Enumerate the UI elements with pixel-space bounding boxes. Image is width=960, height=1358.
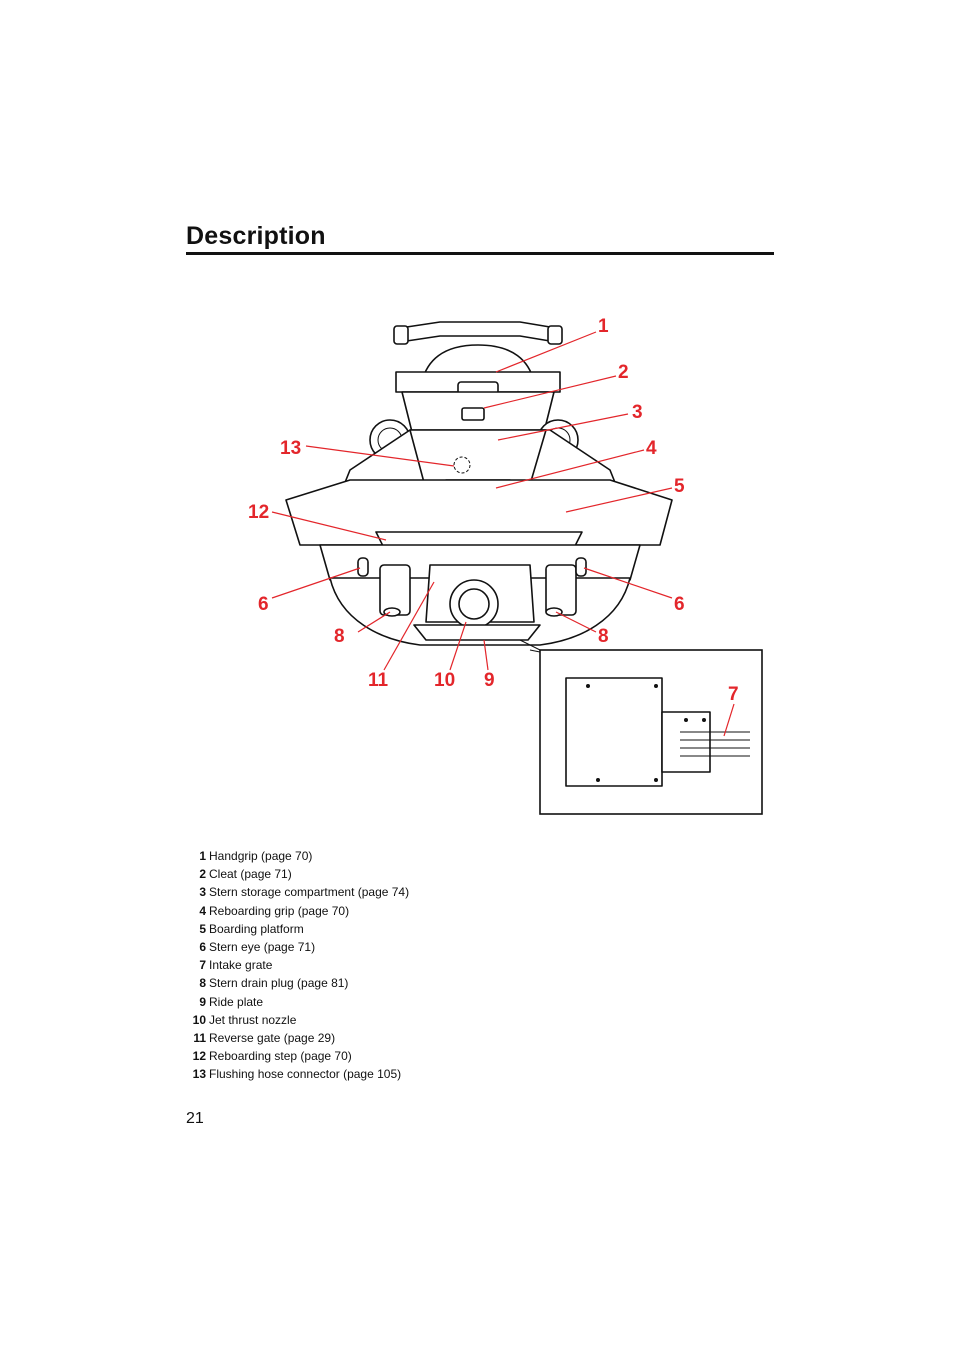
legend-text: Stern eye (page 71) (209, 940, 316, 955)
legend-number: 5 (199, 921, 206, 936)
deck-drawing (285, 429, 673, 581)
legend-number: 4 (199, 903, 206, 918)
legend-text: Flushing hose connector (page 105) (209, 1067, 402, 1082)
callout-9: 9 (484, 670, 495, 691)
legend-text: Boarding platform (209, 921, 304, 936)
callout-3: 3 (632, 402, 643, 423)
callout-4: 4 (646, 438, 657, 459)
intake-grate-inset (519, 639, 763, 815)
watercraft-rear-view-illustration: 1 2 3 4 5 6 6 7 8 8 9 10 11 12 13 (248, 316, 763, 815)
legend-text: Reboarding step (page 70) (209, 1049, 352, 1064)
legend-number: 7 (199, 958, 206, 973)
callout-7: 7 (728, 684, 739, 705)
callout-13: 13 (280, 438, 301, 459)
legend-text: Handgrip (page 70) (209, 849, 313, 863)
legend-text: Reboarding grip (page 70) (209, 903, 350, 918)
callout-5: 5 (674, 476, 685, 497)
legend-number: 9 (199, 994, 206, 1009)
legend-number: 10 (192, 1012, 206, 1027)
legend-number: 6 (199, 940, 206, 955)
legend-text: Cleat (page 71) (209, 867, 292, 882)
callout-1: 1 (598, 316, 609, 337)
callout-12: 12 (248, 502, 269, 523)
title-rule (186, 252, 774, 255)
page-title: Description (186, 222, 326, 250)
page-number: 21 (186, 1110, 204, 1127)
callout-2: 2 (618, 362, 629, 383)
legend-text: Reverse gate (page 29) (209, 1031, 336, 1046)
legend-text: Intake grate (209, 958, 273, 973)
callout-11: 11 (368, 670, 389, 691)
handlebar-drawing (393, 321, 563, 345)
callout-6-left: 6 (258, 594, 269, 615)
legend-text: Stern drain plug (page 81) (209, 976, 349, 991)
legend-number: 3 (199, 885, 206, 900)
legend-text: Jet thrust nozzle (209, 1012, 297, 1027)
legend-number: 11 (193, 1031, 206, 1046)
legend-number: 8 (199, 976, 206, 991)
legend-text: Ride plate (209, 994, 264, 1009)
callout-8-right: 8 (598, 626, 609, 647)
seat-drawing (395, 344, 561, 433)
legend-number: 2 (199, 867, 206, 882)
callout-8-left: 8 (334, 626, 345, 647)
callout-6-right: 6 (674, 594, 685, 615)
jet-pump-drawing (329, 557, 631, 646)
callout-leader-lines (271, 331, 735, 737)
legend-number: 1 (199, 849, 206, 863)
legend-number: 12 (192, 1049, 206, 1064)
legend-number: 13 (192, 1067, 206, 1082)
callout-10: 10 (434, 670, 455, 691)
legend-text: Stern storage compartment (page 74) (209, 885, 410, 900)
